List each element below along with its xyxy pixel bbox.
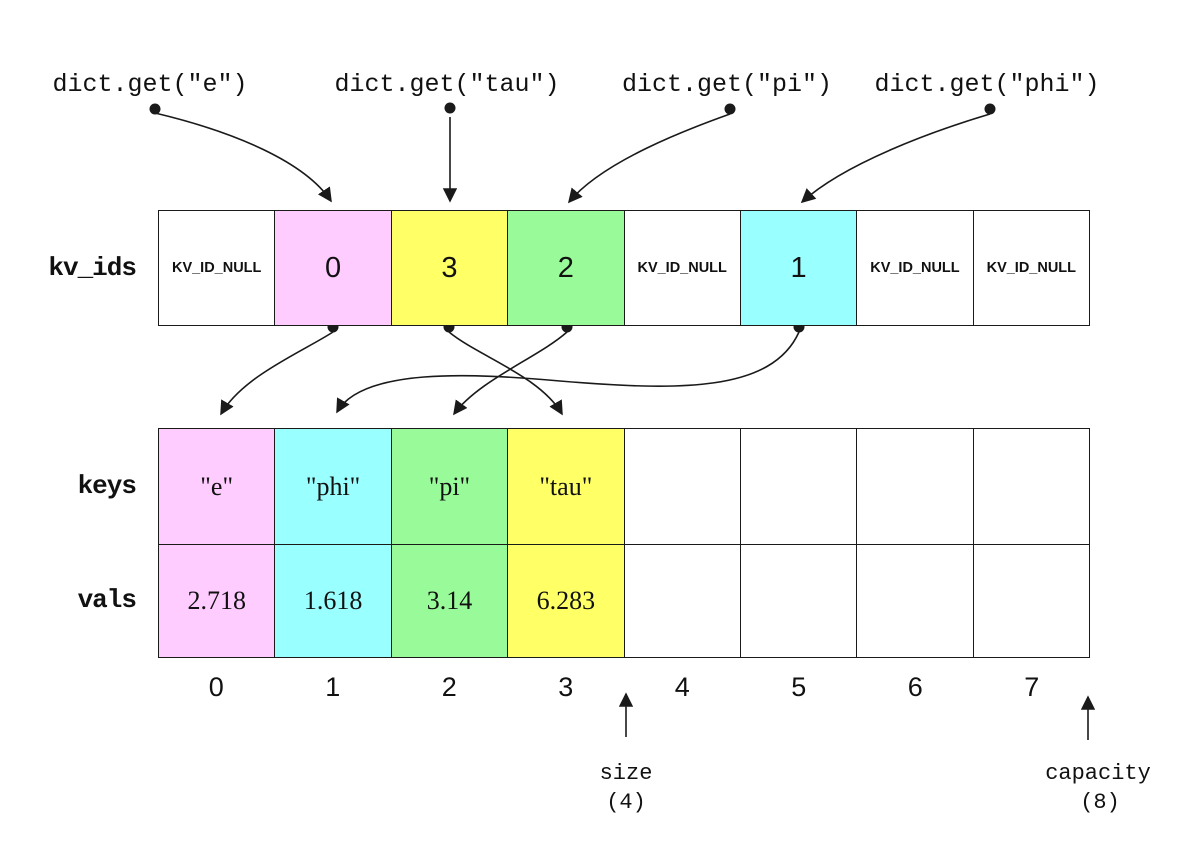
kv-ids-cell-0: KV_ID_NULL: [159, 211, 275, 325]
slot-index-3: 3: [558, 672, 574, 702]
kv-ids-cell-1: 0: [274, 211, 391, 325]
get-tau-dot: [444, 102, 456, 114]
vals-cell-2: 3.14: [390, 544, 508, 657]
kv-ids-row-label: kv_ids: [48, 253, 137, 283]
vals-cell-6: [856, 544, 973, 657]
get-e-dot: [149, 103, 161, 115]
size-label: size: [599, 761, 653, 786]
slot-index-7: 7: [1024, 672, 1040, 702]
slot-index-6: 6: [907, 672, 923, 702]
vals-cell-1: 1.618: [274, 544, 391, 657]
kv-ids-cell-5: 1: [739, 211, 857, 325]
kv-ids-cell-7: KV_ID_NULL: [972, 211, 1089, 325]
keys-cell-1: "phi": [274, 429, 391, 544]
keys-cell-7: [972, 429, 1089, 544]
kv-ids-cell-4: KV_ID_NULL: [623, 211, 740, 325]
slot-index-1: 1: [325, 672, 341, 702]
keys-row: "e" "phi" "pi" "tau": [158, 428, 1090, 545]
arrow-get-pi: [567, 113, 731, 204]
call-label-get-phi: dict.get("phi"): [874, 70, 1100, 99]
keys-cell-4: [623, 429, 740, 544]
arrow-get-e: [154, 112, 332, 203]
kv-ids-cell-3: 2: [507, 211, 624, 325]
arrow-kvid3-to-key3: [448, 331, 563, 416]
arrow-kvid2-to-key2: [453, 331, 568, 416]
slot-index-row: 0 1 2 3 4 5 6 7: [158, 672, 1090, 702]
arrow-kvid0-to-key0: [220, 331, 334, 416]
keys-cell-3: "tau": [507, 429, 624, 544]
vals-cell-7: [972, 544, 1089, 657]
vals-cell-0: 2.718: [159, 544, 275, 657]
vals-cell-3: 6.283: [507, 544, 624, 657]
vals-row: 2.718 1.618 3.14 6.283: [158, 543, 1090, 658]
call-label-get-pi: dict.get("pi"): [621, 70, 833, 99]
vals-row-label: vals: [77, 585, 137, 615]
call-label-get-tau: dict.get("tau"): [334, 70, 560, 99]
keys-cell-0: "e": [159, 429, 275, 544]
slot-index-0: 0: [208, 672, 224, 702]
kv-ids-cell-6: KV_ID_NULL: [856, 211, 973, 325]
kv-ids-row: KV_ID_NULL 0 3 2 KV_ID_NULL 1 KV_ID_NULL…: [158, 210, 1090, 326]
vals-cell-4: [623, 544, 740, 657]
call-label-get-e: dict.get("e"): [52, 70, 248, 99]
vals-cell-5: [739, 544, 857, 657]
size-value: (4): [606, 790, 646, 815]
slot-index-4: 4: [674, 672, 690, 702]
keys-cell-6: [856, 429, 973, 544]
kv-ids-cell-2: 3: [390, 211, 508, 325]
capacity-value: (8): [1080, 790, 1120, 815]
get-pi-dot: [724, 103, 736, 115]
slot-index-2: 2: [441, 672, 457, 702]
capacity-label: capacity: [1045, 761, 1151, 786]
keys-cell-2: "pi": [390, 429, 508, 544]
slot-index-5: 5: [791, 672, 807, 702]
get-phi-dot: [984, 103, 996, 115]
keys-cell-5: [739, 429, 857, 544]
arrow-kvid1-to-key1: [336, 331, 800, 414]
keys-row-label: keys: [77, 471, 137, 501]
arrow-get-phi: [800, 113, 991, 204]
